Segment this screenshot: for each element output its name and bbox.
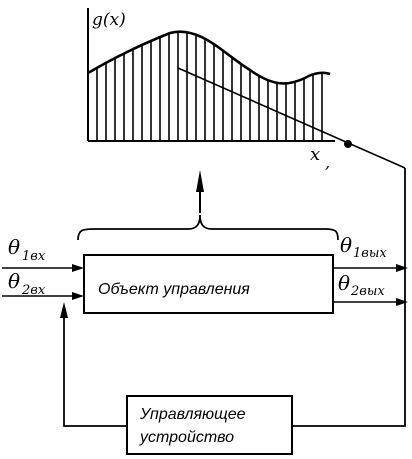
output2-theta: θ xyxy=(338,271,350,295)
output2-subscript: 2вых xyxy=(350,284,385,299)
control-line xyxy=(64,310,127,426)
output1-theta: θ xyxy=(340,233,352,257)
sweep-line xyxy=(178,68,405,168)
output1-subscript: 1вых xyxy=(353,246,387,261)
input2-subscript: 2вх xyxy=(21,283,46,298)
plot-hatching xyxy=(97,20,322,141)
plot-curve xyxy=(88,32,330,84)
output-arrows xyxy=(333,268,400,302)
object-block-label: Объект управления xyxy=(98,281,250,298)
plot-x-label: x xyxy=(310,144,320,165)
plot-y-label: g(x) xyxy=(92,10,126,30)
input-arrows xyxy=(2,268,80,296)
input1-subscript: 1вх xyxy=(22,249,46,264)
feedback-line xyxy=(292,168,405,426)
controller-label-line2: устройство xyxy=(139,429,234,446)
input2-arrowhead xyxy=(72,292,84,300)
input2-theta: θ xyxy=(8,269,20,293)
sweep-dot xyxy=(344,140,352,148)
input1-arrowhead xyxy=(72,264,84,272)
input1-theta: θ xyxy=(8,235,20,259)
output1-arrowhead xyxy=(396,264,408,272)
control-arrowhead xyxy=(60,302,68,318)
output-bracket xyxy=(78,215,338,240)
bracket-arrow-head xyxy=(196,170,204,192)
controller-label-line1: Управляющее xyxy=(139,406,246,423)
controller-block xyxy=(127,396,292,454)
plot-x-label-comma: , xyxy=(325,153,330,172)
output2-arrowhead xyxy=(396,298,408,306)
distribution-plot: g(x) x , xyxy=(88,8,405,172)
object-block xyxy=(84,255,333,313)
